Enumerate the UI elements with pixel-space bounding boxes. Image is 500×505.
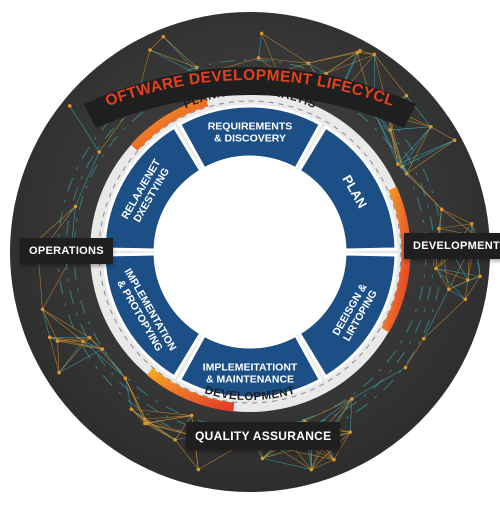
network-node [306, 61, 310, 65]
network-node [404, 366, 408, 370]
phase-label-line2: & MAINTENANCE [206, 374, 294, 386]
network-node [422, 337, 426, 341]
network-node [162, 35, 166, 39]
network-node [332, 458, 336, 462]
network-node [350, 397, 354, 401]
phase-label: REQUIREMENTS& DISCOVERY [208, 121, 293, 145]
network-node [478, 274, 482, 278]
network-node [261, 457, 265, 461]
network-node [257, 56, 261, 60]
label-operations: OPERATIONS [20, 238, 113, 264]
network-node [148, 48, 152, 52]
network-node [358, 49, 362, 53]
phase-label: IMPLEMEITATIONT& MAINTENANCE [203, 362, 298, 386]
network-node [74, 205, 78, 209]
network-node [453, 138, 457, 142]
network-node [56, 339, 60, 343]
network-node [405, 94, 409, 98]
phase-label-line2: & DISCOVERY [214, 133, 286, 145]
network-node [190, 414, 194, 418]
network-node [466, 278, 470, 282]
network-node [124, 376, 128, 380]
network-node [101, 347, 105, 351]
network-node [197, 468, 201, 472]
network-node [463, 298, 467, 302]
network-node [68, 104, 72, 108]
network-node [310, 468, 314, 472]
label-quality-assurance: QUALITY ASSURANCE [186, 422, 340, 450]
network-node [173, 438, 177, 442]
network-node [260, 32, 264, 36]
network-node [88, 336, 92, 340]
network-node [373, 53, 377, 57]
label-development-right: DEVELOPMENT [404, 233, 500, 259]
network-node [348, 430, 352, 434]
network-node [429, 125, 433, 129]
network-node [396, 162, 400, 166]
inner-core [155, 157, 345, 347]
network-node [97, 150, 101, 154]
phase-label-line1: IMPLEMEITATIONT [203, 362, 298, 374]
network-node [57, 371, 61, 375]
network-node [130, 407, 134, 411]
network-node [447, 288, 451, 292]
network-node [470, 222, 474, 226]
network-node [41, 308, 45, 312]
network-node [434, 267, 438, 271]
network-node [143, 422, 147, 426]
network-node [440, 208, 444, 212]
network-node [400, 165, 404, 169]
network-node [48, 336, 52, 340]
network-node [81, 339, 85, 343]
phase-label-line1: REQUIREMENTS [208, 121, 293, 133]
network-node [143, 417, 147, 421]
